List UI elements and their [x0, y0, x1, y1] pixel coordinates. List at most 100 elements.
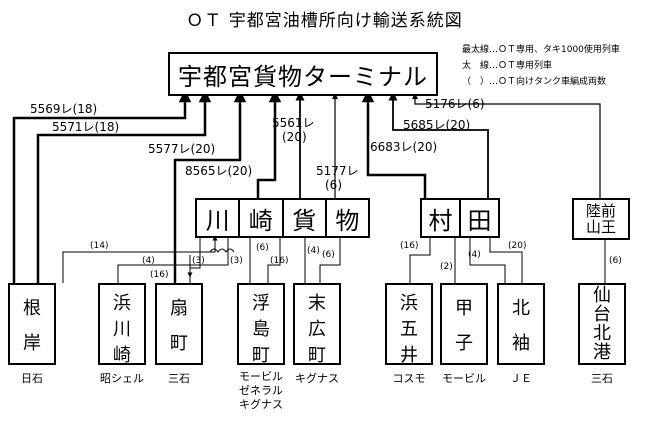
branch-kitabukuro-b [489, 238, 523, 283]
source-char: 子 [455, 332, 473, 354]
train-label-5561-count: (20) [282, 130, 307, 144]
source-char: 広 [308, 319, 326, 340]
junction-wiggle [209, 248, 235, 253]
branch-kitabukuro-a [469, 238, 506, 283]
train-label-5577: 5577レ(20) [148, 142, 216, 156]
caption-hamakawasaki: 昭シェル [100, 372, 144, 385]
branch-hamagoi [409, 238, 431, 283]
count-label: (6) [609, 256, 622, 266]
train-label-5561: 5561レ [272, 116, 315, 130]
route-5577 [173, 89, 247, 283]
caption-kitabukuro: ＪＥ [510, 372, 532, 385]
hub-char: 田 [467, 206, 492, 235]
caption-kinoene: モービル [442, 372, 486, 385]
route-5176 [412, 93, 601, 198]
source-char: 仙 [593, 285, 611, 306]
source-char: 岸 [23, 332, 41, 354]
count-label: (16) [400, 241, 419, 251]
train-label-5571: 5571レ(18) [52, 120, 120, 134]
caption-ogimachi: 三石 [168, 372, 190, 385]
source-char: 台 [593, 303, 611, 325]
count-label: (3) [230, 256, 243, 266]
source-char: 浜 [113, 293, 131, 314]
caption-line: ゼネラル [239, 384, 283, 397]
hub-murata: 村 田 [420, 198, 500, 238]
source-char: 町 [170, 332, 188, 354]
source-char: 北 [512, 297, 530, 319]
branch-hamakawasaki [117, 238, 229, 283]
source-ogimachi: 扇 町 [155, 283, 203, 365]
route-8565 [256, 89, 282, 198]
caption-suehiro: キグナス [295, 372, 339, 385]
source-ukishima: 浮 島 町 [237, 283, 285, 366]
source-char: 末 [308, 293, 326, 314]
source-hamakawasaki: 浜 川 崎 [98, 283, 146, 366]
source-char: 崎 [113, 345, 131, 366]
source-char: 袖 [512, 332, 530, 354]
source-kinoene: 甲 子 [440, 283, 488, 365]
branch-negishi [62, 235, 218, 283]
caption-hamagoi: コスモ [392, 372, 426, 385]
caption-ukishima: モービル ゼネラル キグナス [221, 370, 301, 412]
train-label-6683: 6683レ(20) [370, 140, 438, 154]
count-label: (20) [508, 241, 527, 251]
hub-char: 村 [422, 200, 461, 236]
count-label: (16) [150, 270, 169, 280]
source-suehiro: 末 広 町 [293, 283, 341, 366]
count-label: (4) [468, 250, 481, 260]
train-label-5685: 5685レ(20) [403, 118, 471, 132]
source-char: 川 [113, 319, 131, 340]
caption-line: モービル [239, 370, 283, 383]
route-6683 [361, 89, 427, 198]
source-char: 井 [400, 345, 418, 366]
hub-line: 陸前 [585, 201, 616, 220]
source-char: 町 [252, 345, 270, 366]
legend-line-3: （ ）…ＯＴ向けタンク車編成両数 [462, 77, 607, 87]
source-char: 港 [593, 341, 611, 363]
caption-line: キグナス [239, 398, 283, 411]
legend-line-2: 太 線…ＯＴ専用列車 [462, 61, 553, 71]
count-label: (4) [142, 256, 155, 266]
count-label: (3) [192, 256, 205, 266]
route-5571 [36, 89, 212, 283]
source-char: 浜 [400, 293, 418, 314]
source-kitabukuro: 北 袖 [497, 283, 545, 365]
source-char: 甲 [455, 297, 473, 319]
route-5685 [388, 91, 489, 198]
terminal-box: 宇都宮貨物ターミナル [168, 52, 438, 96]
train-label-5177: 5177レ [316, 164, 359, 178]
branch-ukishima-b [267, 238, 281, 283]
source-char: 島 [252, 319, 270, 340]
caption-sendai: 三石 [591, 372, 613, 385]
branch-suehiro-b [319, 238, 341, 283]
hub-char: 貨 [284, 200, 327, 236]
hub-line: 山王 [585, 218, 616, 236]
source-sendai: 仙 台 北 港 [578, 283, 626, 365]
train-label-8565: 8565レ(20) [185, 164, 253, 178]
count-label: (4) [307, 246, 320, 256]
train-label-5176: 5176レ(6) [425, 97, 485, 111]
source-char: 五 [400, 319, 418, 340]
train-label-5569: 5569レ(18) [30, 102, 98, 116]
source-char: 扇 [170, 297, 188, 319]
source-char: 町 [308, 345, 326, 366]
source-char: 北 [593, 322, 611, 344]
source-char: 浮 [252, 293, 270, 314]
source-negishi: 根 岸 [8, 283, 56, 365]
count-label: (6) [256, 243, 269, 253]
legend-line-1: 最太線…ＯＴ専用、タキ1000使用列車 [462, 45, 620, 55]
train-label-5177-count: (6) [325, 178, 342, 192]
hub-char: 崎 [240, 200, 284, 236]
count-label: (2) [440, 262, 453, 272]
caption-negishi: 日石 [21, 372, 43, 385]
count-label: (16) [270, 256, 289, 266]
hub-rikuzen-sanno: 陸前 山王 [572, 198, 630, 240]
hub-char: 物 [335, 206, 360, 235]
source-char: 根 [23, 297, 41, 319]
count-label: (6) [322, 250, 335, 260]
route-5569 [12, 89, 192, 283]
hub-char: 川 [197, 200, 241, 236]
hub-kawasaki: 川 崎 貨 物 [195, 198, 370, 238]
diagram-title: ＯＴ 宇都宮油槽所向け輸送系統図 [186, 11, 463, 31]
